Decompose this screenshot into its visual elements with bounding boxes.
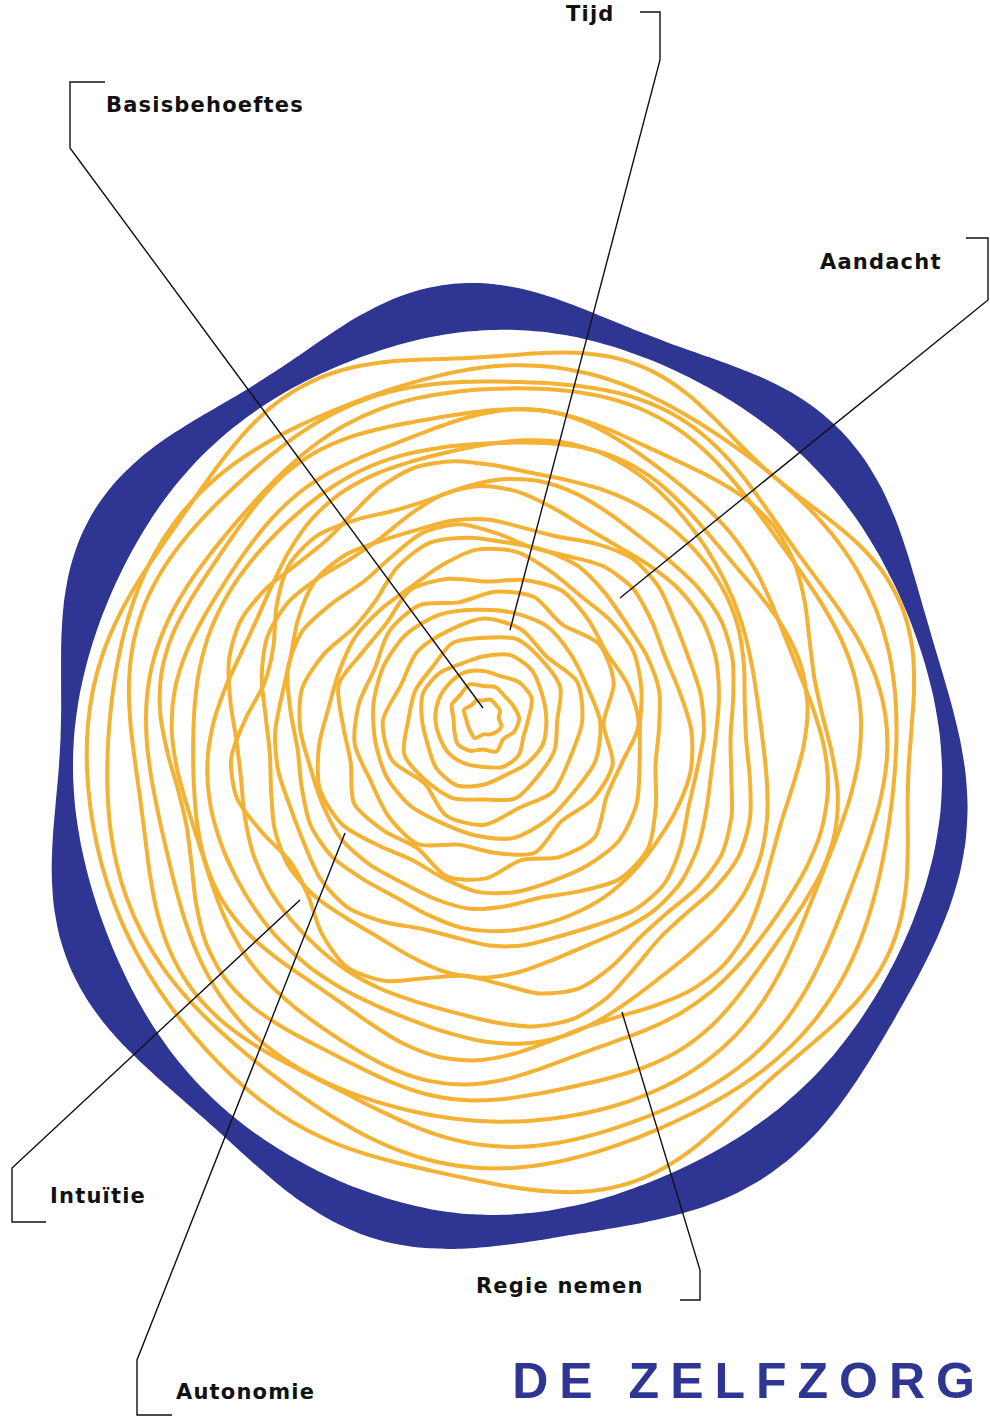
tree-ring [435, 671, 532, 768]
label: Autonomie [176, 1382, 315, 1403]
leader-line [622, 1012, 700, 1300]
label: Basisbehoeftes [106, 95, 304, 116]
tree-ring [354, 592, 613, 855]
tree-ring [452, 684, 520, 752]
wood-surface [73, 330, 942, 1215]
logo-text: DE ZELFZORG [512, 1356, 986, 1406]
tree-ring [318, 549, 642, 893]
tree-ring [373, 610, 600, 839]
tree-ring [146, 388, 861, 1121]
tree-ring [228, 461, 750, 1026]
tree-ring [87, 353, 914, 1193]
tree-ring [383, 618, 583, 824]
tree-ring [287, 524, 692, 931]
tree-ring [160, 409, 838, 1100]
label: Tijd [566, 4, 615, 25]
tree-ring [207, 440, 767, 1044]
leader-line [510, 12, 660, 630]
tree-rings [87, 353, 914, 1193]
label: Aandacht [820, 252, 942, 273]
tree-ring [404, 637, 561, 800]
tree-ring [193, 443, 807, 1061]
tree-ring [107, 365, 896, 1168]
leader-line [137, 833, 345, 1415]
tree-ring [299, 538, 659, 909]
tree-ring [421, 654, 546, 786]
leader-lines [12, 12, 988, 1415]
label: Intuïtie [50, 1186, 146, 1207]
label: Regie nemen [476, 1276, 644, 1297]
tree-ring [275, 519, 704, 946]
tree-ring [464, 700, 502, 739]
leader-line [620, 238, 988, 598]
leader-line [12, 900, 300, 1222]
tree-ring [172, 409, 828, 1084]
tree-ring [338, 579, 639, 880]
tree-ring [262, 486, 719, 978]
tree-ring [129, 381, 887, 1146]
leader-line [70, 82, 483, 708]
